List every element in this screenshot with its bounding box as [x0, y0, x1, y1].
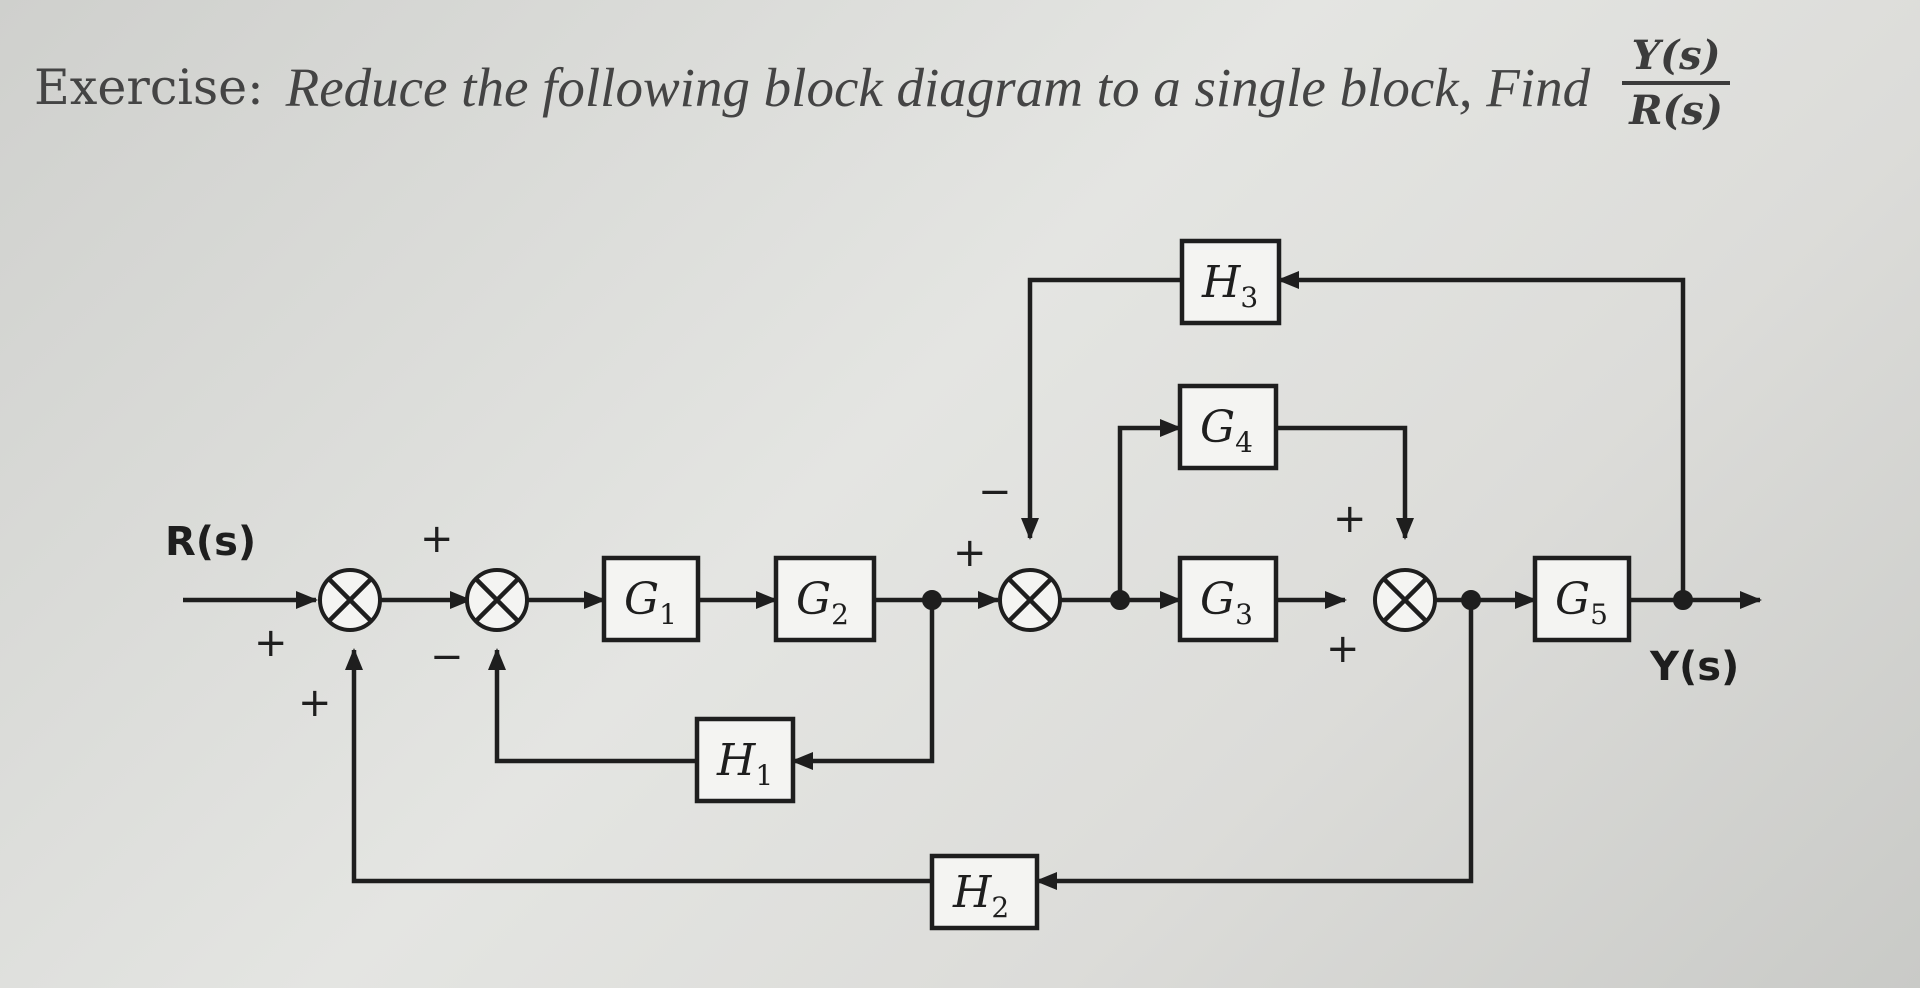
- block-h2-name: H: [952, 867, 993, 918]
- block-h2-sub: 2: [991, 891, 1009, 924]
- wire-g2out-h1: [791, 600, 935, 770]
- wire-h3-j3: [1021, 277, 1182, 540]
- page-title: Exercise: Reduce the following block dia…: [34, 32, 1731, 134]
- title-text: Reduce the following block diagram to a …: [285, 56, 1591, 118]
- block-g3-sub: 3: [1235, 598, 1253, 631]
- fraction-bar: [1622, 81, 1731, 85]
- block-g2-sub: 2: [831, 598, 849, 631]
- sign-j2-input: +: [420, 516, 454, 562]
- block-g4-sub: 4: [1235, 426, 1253, 459]
- svg-text:G3: G3: [1200, 574, 1253, 631]
- pickoff-g2-output: [922, 590, 942, 610]
- block-h1-sub: 1: [755, 759, 773, 792]
- block-g4-name: G: [1200, 402, 1235, 453]
- summing-junction-3: [998, 568, 1062, 632]
- summing-junction-2: [465, 568, 529, 632]
- block-g1-sub: 1: [659, 598, 677, 631]
- transfer-function-fraction: Y(s) R(s): [1622, 32, 1731, 134]
- block-g5: G5: [1532, 555, 1632, 643]
- sign-j1-h2: +: [298, 680, 332, 726]
- pickoff-j3-output: [1110, 590, 1130, 610]
- wire-output-h3: [1277, 271, 1686, 600]
- pickoff-output: [1673, 590, 1693, 610]
- sign-j1-input: +: [254, 620, 288, 666]
- block-g2: G2: [773, 555, 877, 643]
- block-h1: H1: [694, 716, 796, 804]
- summing-junction-1: [318, 568, 382, 632]
- sign-j4-g4: +: [1333, 496, 1367, 542]
- fraction-numerator: Y(s): [1631, 32, 1721, 79]
- output-label: Y(s): [1649, 644, 1739, 690]
- title-prefix: Exercise:: [34, 58, 264, 116]
- svg-text:G1: G1: [624, 574, 677, 631]
- block-g2-name: G: [796, 574, 831, 625]
- pickoff-j4-output: [1461, 590, 1481, 610]
- block-h3-name: H: [1201, 257, 1242, 308]
- block-g1-name: G: [624, 574, 659, 625]
- signal-wires: [183, 271, 1762, 890]
- wire-j4out-h2: [1035, 600, 1474, 890]
- wire-h1-j2: [488, 648, 697, 764]
- block-g3-name: G: [1200, 574, 1235, 625]
- fraction-denominator: R(s): [1629, 87, 1723, 134]
- block-h2: H2: [929, 853, 1040, 931]
- svg-text:G4: G4: [1200, 402, 1253, 459]
- sign-j2-h1: −: [430, 634, 464, 680]
- block-g1: G1: [601, 555, 701, 643]
- svg-text:H1: H1: [716, 735, 773, 792]
- svg-text:G2: G2: [796, 574, 849, 631]
- block-g5-sub: 5: [1590, 598, 1608, 631]
- sign-j3-input: +: [953, 530, 987, 576]
- wire-h2-j1: [345, 648, 932, 884]
- svg-text:G5: G5: [1555, 574, 1608, 631]
- wire-branch-g4: [1117, 419, 1182, 600]
- block-g4: G4: [1177, 383, 1279, 471]
- svg-text:H3: H3: [1201, 257, 1258, 314]
- wire-g4-j4: [1276, 425, 1414, 540]
- block-g5-name: G: [1555, 574, 1590, 625]
- block-h1-name: H: [716, 735, 757, 786]
- sign-j3-h3: −: [978, 469, 1012, 515]
- sign-j4-g3: +: [1326, 626, 1360, 672]
- svg-text:H2: H2: [952, 867, 1009, 924]
- block-h3-sub: 3: [1240, 281, 1258, 314]
- summing-junction-4: [1373, 568, 1437, 632]
- block-g3: G3: [1177, 555, 1279, 643]
- input-label: R(s): [165, 519, 256, 565]
- block-h3: H3: [1179, 238, 1282, 326]
